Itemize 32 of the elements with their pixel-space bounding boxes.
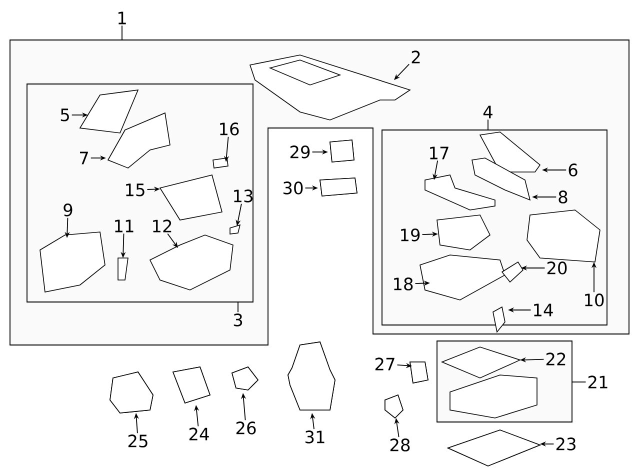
callout-number: 23 <box>556 438 576 450</box>
callout-number: 6 <box>568 164 578 176</box>
callout-number: 3 <box>234 314 242 326</box>
callout-number: 31 <box>306 430 324 444</box>
callout-number: 27 <box>375 358 394 370</box>
callout-number: 18 <box>394 278 413 290</box>
callout-number: 24 <box>189 428 209 440</box>
callout-number: 10 <box>585 294 604 306</box>
arrow <box>394 64 410 80</box>
callout-number: 19 <box>401 228 420 242</box>
callout-number: 12 <box>153 220 172 232</box>
callout-number: 1 <box>118 12 126 24</box>
callout-number: 15 <box>126 184 144 196</box>
callout-number: 13 <box>234 190 252 202</box>
callout-number: 21 <box>588 376 608 388</box>
callout-number: 30 <box>284 182 303 194</box>
callout-number: 7 <box>80 152 88 164</box>
callout-number: 14 <box>534 304 553 316</box>
callout-number: 5 <box>60 108 69 122</box>
callout-number: 8 <box>558 190 568 204</box>
callout-number: 16 <box>220 122 239 136</box>
callout-number: 20 <box>547 262 567 274</box>
callout-number: 25 <box>128 434 148 448</box>
callout-number: 17 <box>430 146 448 160</box>
callout-number: 29 <box>290 146 310 158</box>
callout-number: 28 <box>390 438 410 452</box>
callout-number: 26 <box>236 422 256 434</box>
callout-number: 2 <box>412 50 420 64</box>
callout-number: 22 <box>546 352 566 366</box>
callout-number: 4 <box>483 106 492 118</box>
callout-number: 11 <box>115 220 134 232</box>
callout-number: 9 <box>64 204 72 216</box>
